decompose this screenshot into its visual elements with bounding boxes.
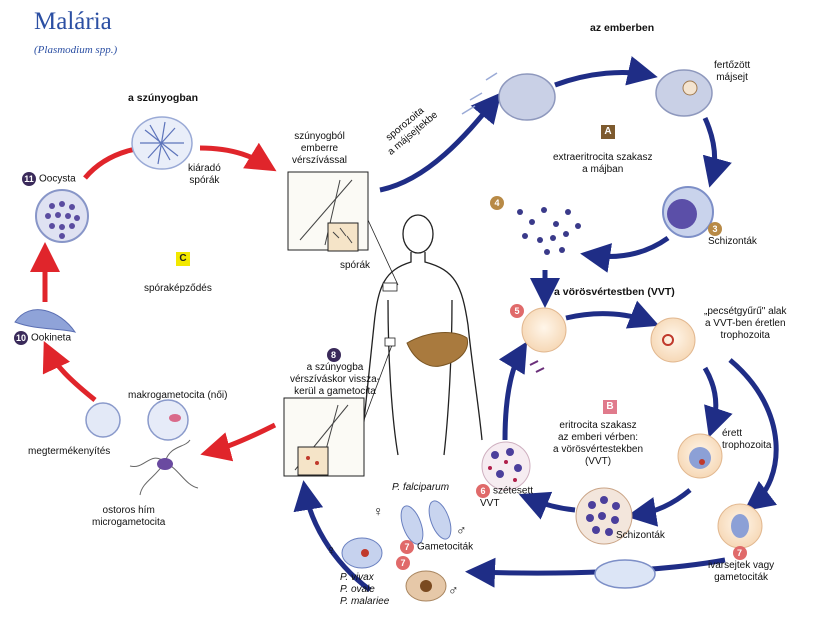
bite-inset-top — [287, 171, 369, 252]
blue-arrow-schizont-to-merozoites — [580, 235, 670, 273]
section-human-label: az emberben — [590, 22, 655, 34]
rbc-schizont-label: Schizonták — [616, 530, 665, 541]
red-arrow-gametocyte-to-mosquito — [200, 422, 277, 462]
pfalc-male-gametocyte — [428, 500, 452, 540]
red-arrow-fertilisation-to-ookinete — [42, 340, 97, 402]
pfalciparum-label: P. falciparum — [392, 482, 450, 493]
female-symbol-1: ♀ — [373, 503, 384, 519]
pfalc-female-gametocyte — [400, 505, 424, 545]
blue-arrow-ring-to-mature — [702, 366, 733, 438]
male-symbol-2: ♂ — [448, 582, 459, 598]
liver-icon — [406, 332, 469, 367]
page-title: Malária — [34, 8, 112, 35]
blue-arrow-schizont-to-ruptured — [518, 491, 576, 520]
makrogametocita-label: makrogametocita (női) — [128, 390, 228, 401]
macrogametocyte-image — [147, 399, 189, 441]
liver-schizont-label: 3 Schizonták — [708, 222, 757, 247]
megtermekenyites-label: megtermékenyítés — [28, 446, 111, 457]
ruptured-rbc-image — [481, 441, 531, 491]
bite-inset-bottom — [283, 397, 365, 477]
oocyst-image — [35, 189, 89, 243]
rbc-number: 5 — [510, 304, 527, 318]
blue-arrow-ring-to-gametocyte — [728, 358, 779, 512]
stage-c-badge: C — [176, 252, 190, 266]
gametocyte-number-2: 7 — [396, 556, 413, 570]
red-arrow-sporozoites-to-mosquito — [199, 142, 277, 172]
sporak-label: spórák — [340, 260, 371, 271]
blue-arrow-liver-to-infected — [554, 56, 658, 88]
fertilisation-cell-image — [85, 402, 121, 438]
merozoite-cloud — [517, 207, 581, 255]
stage-b-badge: B — [603, 400, 617, 414]
blue-arrow-gametocytes-to-mosquito — [293, 480, 372, 592]
stage-c-text: spóraképződés — [144, 283, 212, 294]
male-symbol-1: ♂ — [456, 522, 467, 538]
blue-arrow-infected-to-schizont — [702, 116, 732, 188]
stage-b-text: eritrocita szakasz az emberi vérben: a v… — [553, 420, 644, 467]
ookinete-image — [14, 309, 77, 333]
blue-arrow-to-liver — [379, 92, 502, 193]
page-subtitle: (Plasmodium spp.) — [34, 44, 118, 56]
blue-arrow-rbc-to-ring — [565, 300, 660, 329]
infected-liver-cell-image — [655, 69, 713, 117]
merozoite-number: 4 — [490, 196, 507, 210]
gametocyte-pool-image — [594, 559, 656, 589]
human-silhouette — [361, 214, 483, 456]
section-rbc-label: a vörösvértestben (VVT) — [554, 286, 675, 298]
stage-a-badge: A — [601, 125, 615, 139]
blue-arrow-mature-to-schizont — [626, 488, 692, 527]
rbc-uninfected-image — [521, 307, 567, 353]
blue-arrow-ruptured-to-rbc — [498, 341, 528, 441]
female-symbol-2: ♀ — [326, 542, 337, 558]
sporozoite-worms — [461, 72, 498, 115]
stage-a-text: extraeritrocita szakasz a májban — [553, 152, 653, 175]
liver-cell-image — [498, 73, 556, 121]
section-mosquito-label: a szúnyogban — [128, 92, 199, 104]
